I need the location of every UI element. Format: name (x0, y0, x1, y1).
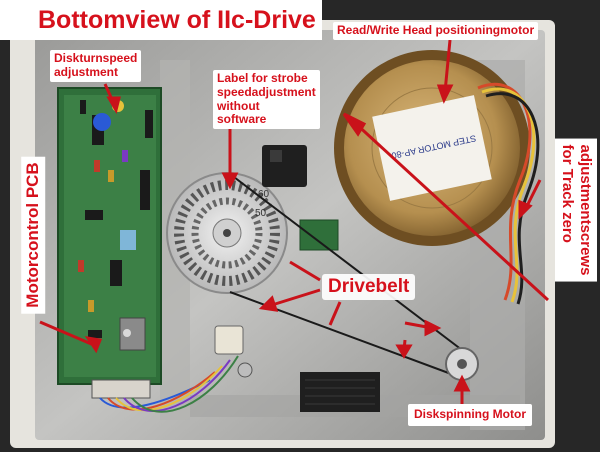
track-zero-label-line: adjustmentscrews (577, 144, 594, 276)
strobe-mark-60: 60 (258, 189, 270, 200)
strobe-mark-50: 50 (255, 208, 267, 219)
motor-pcb-label: Motorcontrol PCB (21, 156, 45, 314)
strobe-label-line: speedadjustment (217, 84, 316, 99)
annotation-arrows (39, 39, 550, 405)
motor-wires (477, 82, 540, 305)
strobe-label-line: software (217, 112, 267, 127)
strobe-disc: 60 50 (166, 172, 288, 294)
small-pcb (299, 219, 339, 251)
strobe-label: Label for strobe speedadjustment without… (213, 70, 320, 130)
rw-head-motor-label: Read/Write Head positioningmotor (333, 22, 539, 40)
diskturnspeed-label-line: adjustment (54, 64, 119, 79)
drivebelt-label: Drivebelt (322, 274, 416, 300)
sensor-block (262, 145, 307, 187)
track-zero-label: adjustmentscrews for Track zero (555, 138, 597, 282)
strobe-label-line: Label for strobe (217, 71, 308, 85)
track-zero-label-line: for Track zero (559, 144, 576, 243)
track-zero-label-wrap: adjustmentscrews for Track zero (553, 90, 599, 330)
wire-harness (214, 325, 244, 355)
pcb-wires (99, 355, 239, 413)
grille (300, 372, 380, 412)
motor-pcb (57, 87, 162, 385)
motor-pcb-label-wrap: Motorcontrol PCB (18, 140, 48, 330)
step-motor: STEP MOTOR AP-80 (334, 50, 530, 246)
spin-motor-label: Diskspinning Motor (408, 404, 532, 426)
page-title: Bottomview of IIc-Drive (0, 0, 322, 40)
diskturnspeed-label: Diskturnspeed adjustment (50, 50, 142, 82)
pcb-connector (91, 379, 151, 399)
diskturnspeed-label-line: Diskturnspeed (54, 51, 138, 65)
strobe-label-line: without (217, 98, 260, 113)
